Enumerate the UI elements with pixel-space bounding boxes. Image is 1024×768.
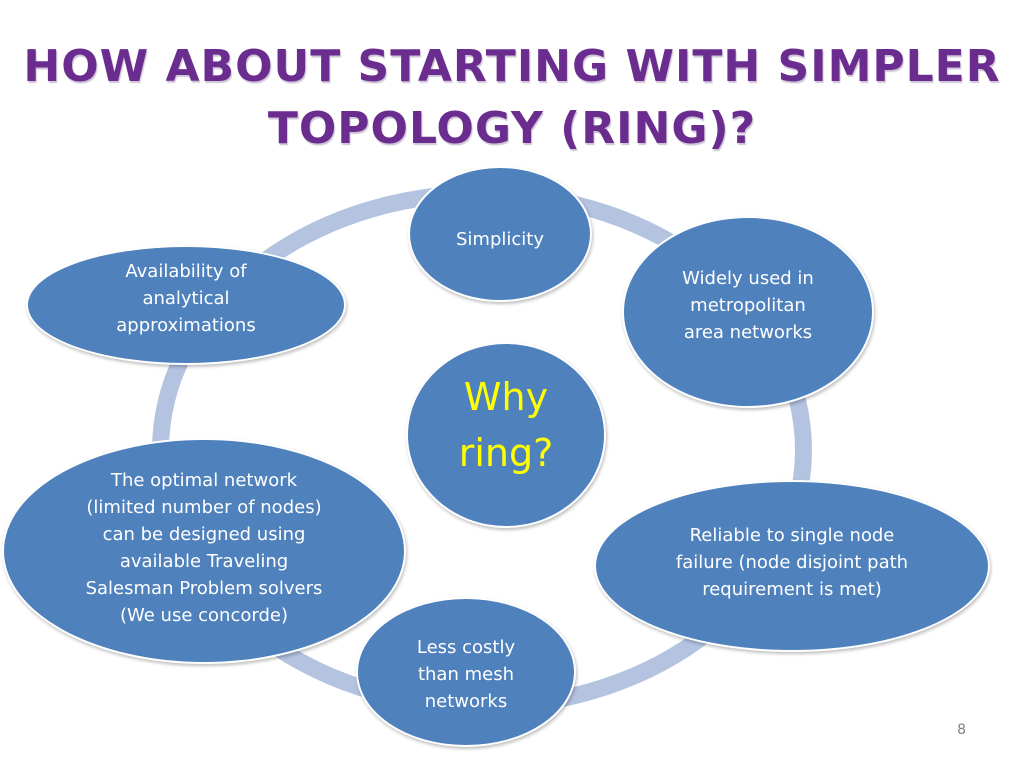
slide-title-line-2: TOPOLOGY (RING)?	[267, 103, 757, 154]
node-optimal-network-line-2: (limited number of nodes)	[86, 497, 322, 518]
node-reliable-label: Reliable to single node failure (node di…	[664, 522, 920, 603]
node-simplicity-line-1: Simplicity	[456, 229, 544, 250]
node-less-costly-line-3: networks	[424, 690, 508, 712]
node-metropolitan-networks-line-2: metropolitan	[690, 294, 806, 316]
node-optimal-network-line-4: available Traveling	[119, 551, 289, 572]
node-metropolitan-networks-line-1: Widely used in	[682, 267, 814, 289]
node-reliable-line-3: requirement is met)	[702, 578, 882, 600]
node-reliable-line-1: Reliable to single node	[689, 524, 895, 546]
node-metropolitan-networks-line-3: area networks	[683, 321, 813, 343]
center-node-label: Why ring?	[459, 369, 554, 481]
node-reliable-line-2: failure (node disjoint path	[675, 551, 909, 573]
node-optimal-network: The optimal network (limited number of n…	[2, 438, 406, 664]
node-metropolitan-networks-label: Widely used in metropolitan area network…	[670, 265, 826, 346]
node-optimal-network-label: The optimal network (limited number of n…	[74, 467, 335, 629]
node-reliable: Reliable to single node failure (node di…	[594, 480, 990, 652]
node-optimal-network-line-1: The optimal network	[110, 470, 298, 491]
node-optimal-network-line-3: can be designed using	[102, 524, 306, 545]
node-analytical-approximations-line-1: Availability of	[125, 260, 247, 282]
node-analytical-approximations-line-3: approximations	[116, 314, 256, 336]
page-number: 8	[957, 722, 966, 738]
node-simplicity: Simplicity	[408, 166, 592, 302]
node-less-costly-line-1: Less costly	[416, 636, 516, 658]
node-less-costly-line-2: than mesh	[417, 663, 514, 685]
slide-title: HOW ABOUT STARTING WITH SIMPLER TOPOLOGY…	[0, 36, 1024, 160]
node-less-costly: Less costly than mesh networks	[356, 597, 576, 747]
center-node-line-1: Why	[463, 375, 549, 419]
node-simplicity-label: Simplicity	[444, 226, 556, 253]
slide-title-line-1: HOW ABOUT STARTING WITH SIMPLER	[23, 41, 1001, 92]
node-analytical-approximations-label: Availability of analytical approximation…	[104, 258, 267, 339]
node-optimal-network-line-6: (We use concorde)	[120, 605, 288, 626]
node-metropolitan-networks: Widely used in metropolitan area network…	[622, 216, 874, 408]
center-node-line-2: ring?	[458, 431, 554, 475]
node-less-costly-label: Less costly than mesh networks	[405, 634, 527, 715]
center-node-why-ring: Why ring?	[406, 342, 606, 528]
node-analytical-approximations: Availability of analytical approximation…	[26, 245, 346, 365]
node-analytical-approximations-line-2: analytical	[142, 287, 230, 309]
node-optimal-network-line-5: Salesman Problem solvers	[85, 578, 323, 599]
